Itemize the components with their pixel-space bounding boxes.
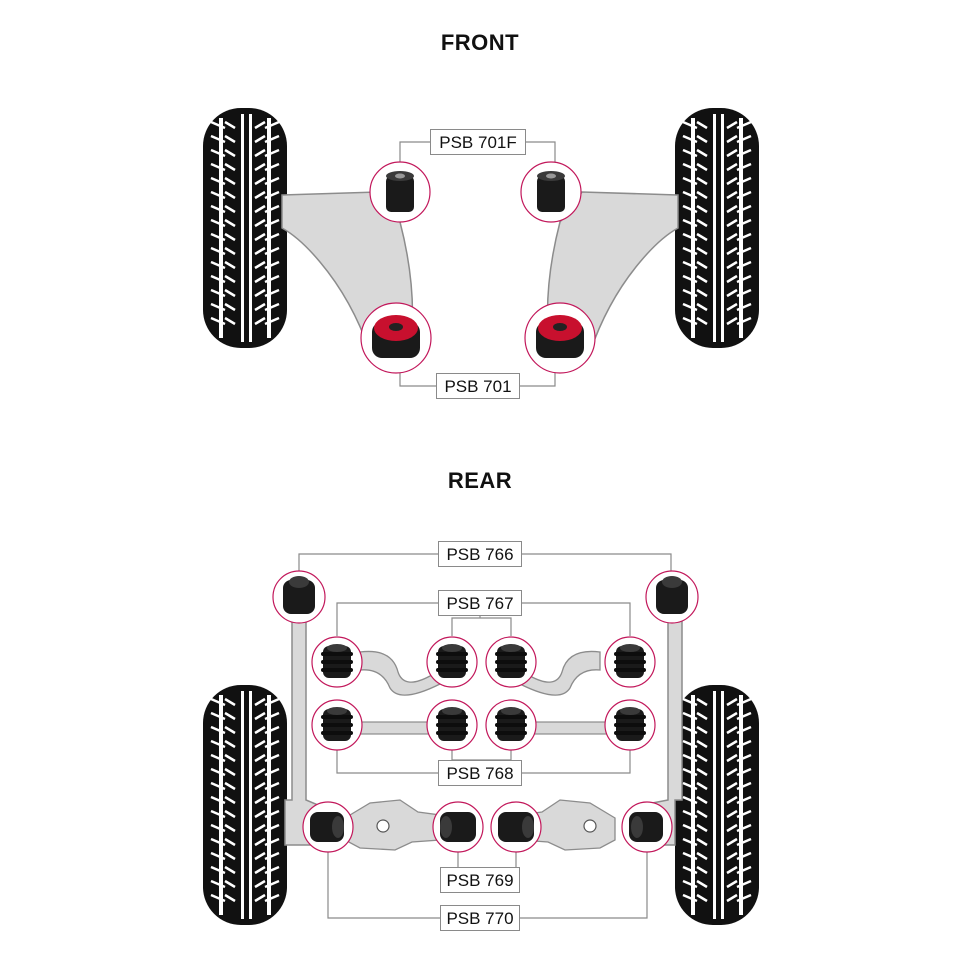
part-label-psb-701f: PSB 701F xyxy=(430,129,526,155)
rear-link-bushes xyxy=(311,636,656,751)
front-right-lower-bush xyxy=(524,302,596,374)
front-section-title: FRONT xyxy=(440,30,520,55)
rear-left-lower-arm xyxy=(344,799,441,851)
rear-right-wheel xyxy=(675,685,759,925)
front-left-wheel xyxy=(203,108,287,348)
rear-left-lower-outer-bush xyxy=(302,801,354,853)
rear-link-bush-8 xyxy=(604,699,656,751)
rear-link-bush-2 xyxy=(426,636,478,688)
rear-link-bush-5 xyxy=(311,699,363,751)
rear-link-bush-4 xyxy=(604,636,656,688)
rear-right-lower-outer-bush xyxy=(621,801,673,853)
rear-right-arm-hole xyxy=(583,819,597,833)
rear-link-bush-6 xyxy=(426,699,478,751)
rear-right-upper-mount-bush xyxy=(645,570,699,624)
part-label-psb-769: PSB 769 xyxy=(440,867,520,893)
rear-right-trailing-arm xyxy=(641,614,683,846)
rear-right-lower-inner-bush xyxy=(490,801,542,853)
front-left-lower-bush xyxy=(360,302,432,374)
rear-left-arm-hole xyxy=(376,819,390,833)
front-right-upper-bush xyxy=(520,161,582,223)
rear-left-lower-inner-bush xyxy=(432,801,484,853)
rear-link-bush-7 xyxy=(485,699,537,751)
rear-section-title: REAR xyxy=(447,468,513,493)
rear-link-bush-3 xyxy=(485,636,537,688)
part-label-psb-770: PSB 770 xyxy=(440,905,520,931)
part-label-psb-766: PSB 766 xyxy=(438,541,522,567)
rear-link-bush-1 xyxy=(311,636,363,688)
part-label-psb-701: PSB 701 xyxy=(436,373,520,399)
rear-left-wheel xyxy=(203,685,287,925)
front-left-upper-bush xyxy=(369,161,431,223)
part-label-psb-767: PSB 767 xyxy=(438,590,522,616)
part-label-psb-768: PSB 768 xyxy=(438,760,522,786)
front-right-wheel xyxy=(675,108,759,348)
rear-left-upper-mount-bush xyxy=(272,570,326,624)
